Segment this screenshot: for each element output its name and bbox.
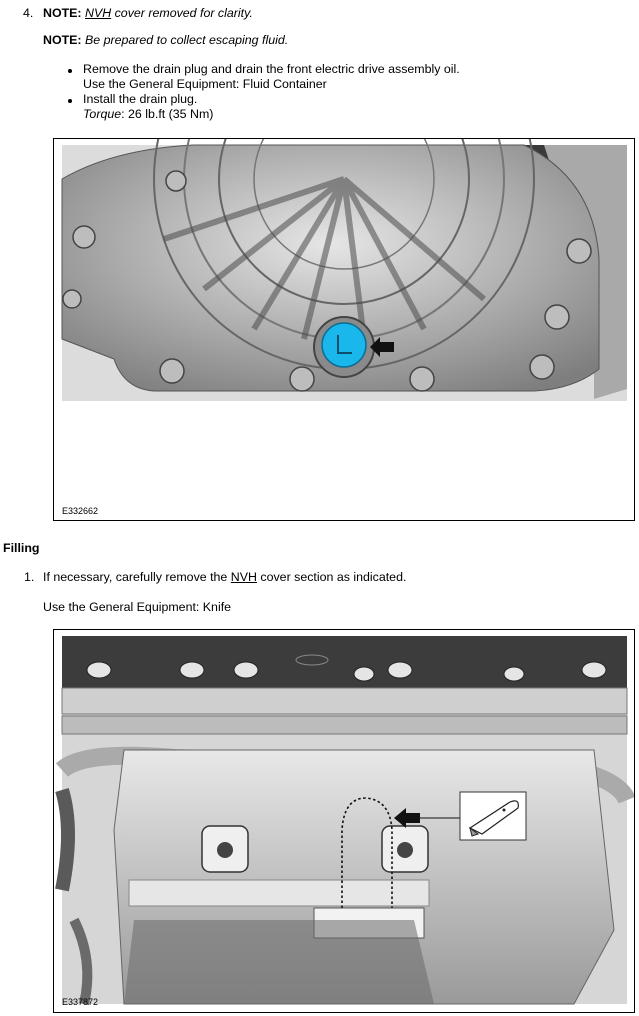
torque-label: Torque	[83, 107, 122, 121]
note-label: NOTE:	[43, 33, 82, 47]
figure-id: E337872	[62, 997, 99, 1007]
step-text-start: If necessary, carefully remove the	[43, 570, 231, 584]
step-text-end: cover section as indicated.	[256, 570, 407, 584]
torque-value: : 26 lb.ft (35 Nm)	[121, 107, 214, 121]
pointer-arrow	[370, 337, 394, 357]
nvh-link[interactable]: NVH	[85, 6, 112, 20]
bullet-install: Install the drain plug.	[83, 92, 198, 106]
figure-nvh-cover: E337872	[53, 629, 635, 1013]
step-text: If necessary, carefully remove the NVH c…	[43, 570, 406, 584]
drain-plug-highlight	[321, 322, 367, 368]
drain-plug-illustration	[61, 139, 627, 401]
bullet-drain-line1: Remove the drain plug and drain the fron…	[83, 62, 460, 76]
equipment-note: Use the General Equipment: Knife	[43, 600, 232, 614]
bullet-dot	[68, 69, 72, 73]
step-number: 1.	[24, 570, 35, 584]
note-fluid: NOTE: Be prepared to collect escaping fl…	[43, 33, 288, 47]
note-label: NOTE:	[43, 6, 82, 20]
note-text: cover removed for clarity.	[111, 6, 253, 20]
pointer-arrow	[394, 808, 420, 828]
note-clarity: NOTE: NVH cover removed for clarity.	[43, 6, 253, 20]
bullet-dot	[68, 99, 72, 103]
step-number: 4.	[23, 6, 34, 20]
cut-outline	[341, 797, 393, 908]
figure-drain-plug: E332662	[53, 138, 635, 521]
nvh-link[interactable]: NVH	[230, 570, 257, 584]
note-text: Be prepared to collect escaping fluid.	[81, 33, 289, 47]
figure-id: E332662	[62, 506, 99, 516]
nvh-cover-illustration	[55, 636, 634, 1006]
torque-spec: Torque: 26 lb.ft (35 Nm)	[83, 107, 213, 121]
section-title: Filling	[3, 541, 40, 555]
bullet-drain-line2: Use the General Equipment: Fluid Contain…	[83, 77, 327, 91]
